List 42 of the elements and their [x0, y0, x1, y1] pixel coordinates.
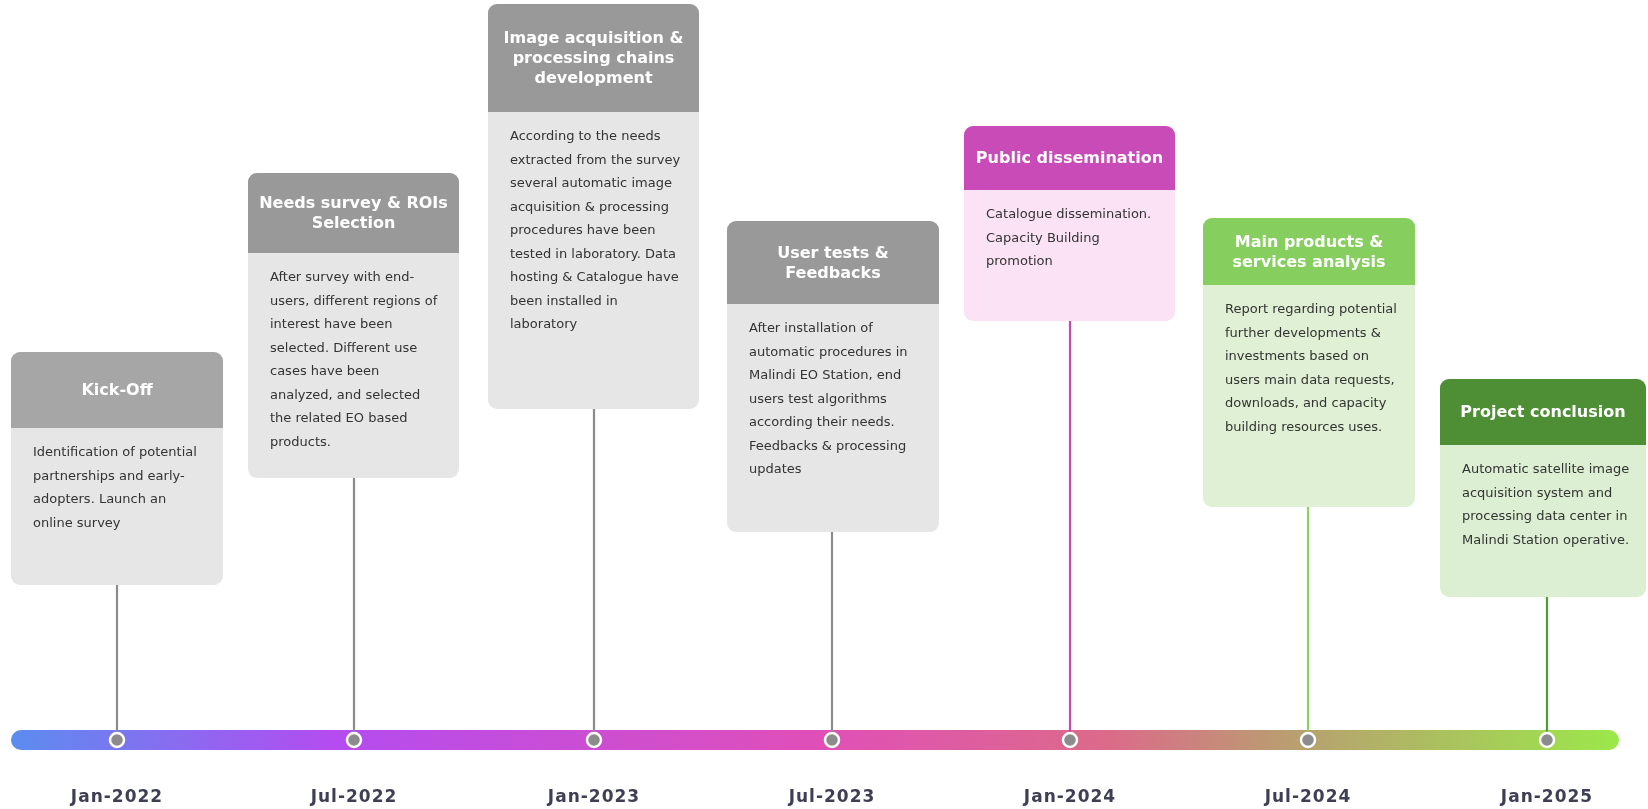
card-heading: User tests & Feedbacks: [727, 221, 939, 304]
date-label: Jul-2024: [1264, 786, 1352, 806]
card-text: After installation of automatic procedures in Malindi EO Station, end users test algorithms according their needs. Feedbacks & processing updates: [748, 319, 909, 478]
card-text: According to the needs extracted from the survey several automatic image acquisition & processing procedures have been tested in laboratory. Data hosting & Catalogue have been installed in laboratory: [509, 127, 682, 333]
card-text: Catalogue dissemination. Capacity Building promotion: [985, 205, 1153, 270]
pin-line: [830, 532, 834, 732]
pin-line: [1545, 597, 1549, 732]
card-text: After survey with end-users, different regions of interest have been selected. Different use cases have been analyzed, and selected the related EO based products.: [269, 268, 439, 451]
timeline-dot: [823, 731, 841, 749]
timeline-dot: [345, 731, 363, 749]
timeline-dot: [1299, 731, 1317, 749]
pin-line: [352, 478, 356, 732]
pin-line: [1306, 507, 1310, 732]
timeline-card: [11, 352, 223, 585]
card-heading: Public dissemination: [964, 126, 1175, 190]
card-heading: Main products & services analysis: [1203, 218, 1415, 285]
date-label: Jan-2024: [1023, 786, 1117, 806]
timeline-dot: [1538, 731, 1556, 749]
date-label: Jan-2022: [70, 786, 164, 806]
card-heading: Image acquisition & processing chains development: [488, 4, 699, 112]
timeline-card: [488, 4, 699, 409]
timeline-card: [1440, 379, 1646, 597]
card-heading: Kick-Off: [11, 352, 223, 428]
card-text: Report regarding potential further developments & investments based on users main data requests, downloads, and capacity building resources uses.: [1224, 300, 1398, 436]
card-heading: Project conclusion: [1440, 379, 1646, 445]
timeline-card: [964, 126, 1175, 321]
timeline-dot: [1061, 731, 1079, 749]
timeline-dot: [108, 731, 126, 749]
date-label: Jul-2023: [788, 786, 876, 806]
timeline-dot: [585, 731, 603, 749]
card-text: Identification of potential partnerships and early-adopters. Launch an online survey: [32, 443, 198, 532]
pin-line: [1068, 321, 1072, 732]
timeline-card: [1203, 218, 1415, 507]
date-label: Jul-2022: [310, 786, 398, 806]
pin-line: [115, 585, 119, 732]
date-label: Jan-2023: [547, 786, 641, 806]
card-text: Automatic satellite image acquisition system and processing data center in Malindi Station operative.: [1461, 460, 1631, 549]
pin-line: [592, 409, 596, 732]
timeline-card: [727, 221, 939, 532]
card-heading: Needs survey & ROIs Selection: [248, 173, 459, 253]
timeline-card: [248, 173, 459, 478]
date-label: Jan-2025: [1500, 786, 1594, 806]
